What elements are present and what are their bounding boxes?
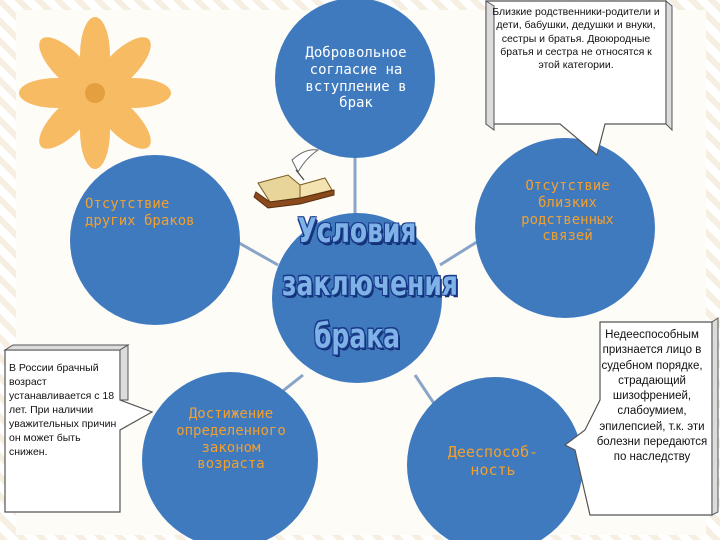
open-book-with-quill-icon: [253, 149, 335, 209]
node-other-marriages-label: Отсутствие других браков: [85, 196, 195, 229]
node-capacity-circle: [407, 377, 583, 540]
callout-age-russia-text: В России брачный возраст устанавливается…: [9, 362, 117, 458]
center-title-line-1: Условия: [297, 211, 417, 251]
node-relations-label: Отсутствие близких родственных связей: [521, 178, 614, 245]
callout-age-russia-shape: [3, 344, 154, 513]
node-age-label: Достижение определенного законом возраст…: [176, 406, 286, 473]
callout-relatives-shape: [485, 0, 673, 157]
center-title-line-2: заключения: [282, 263, 458, 303]
node-capacity-label: Дееспособ-ность: [447, 443, 539, 479]
node-age-circle: [142, 372, 318, 540]
circles: [70, 0, 655, 540]
flower-icon: [19, 17, 171, 169]
node-relations-circle: [475, 138, 655, 318]
callout-incapacity-shape: [563, 317, 719, 516]
center-title-line-3: брака: [313, 315, 401, 355]
callout-relatives-text: Близкие родственники-родители и дети, ба…: [492, 6, 660, 72]
node-other-marriages-circle: [70, 155, 240, 325]
callout-incapacity-text: Недееспособным признается лицо в судебно…: [596, 329, 708, 464]
center-title: Условия заключения брака: [282, 206, 458, 363]
center-circle: [272, 213, 442, 383]
connector-right: [439, 238, 481, 267]
node-consent-label: Добровольное согласие на вступление в бр…: [305, 45, 407, 112]
node-consent-circle: [275, 0, 435, 158]
